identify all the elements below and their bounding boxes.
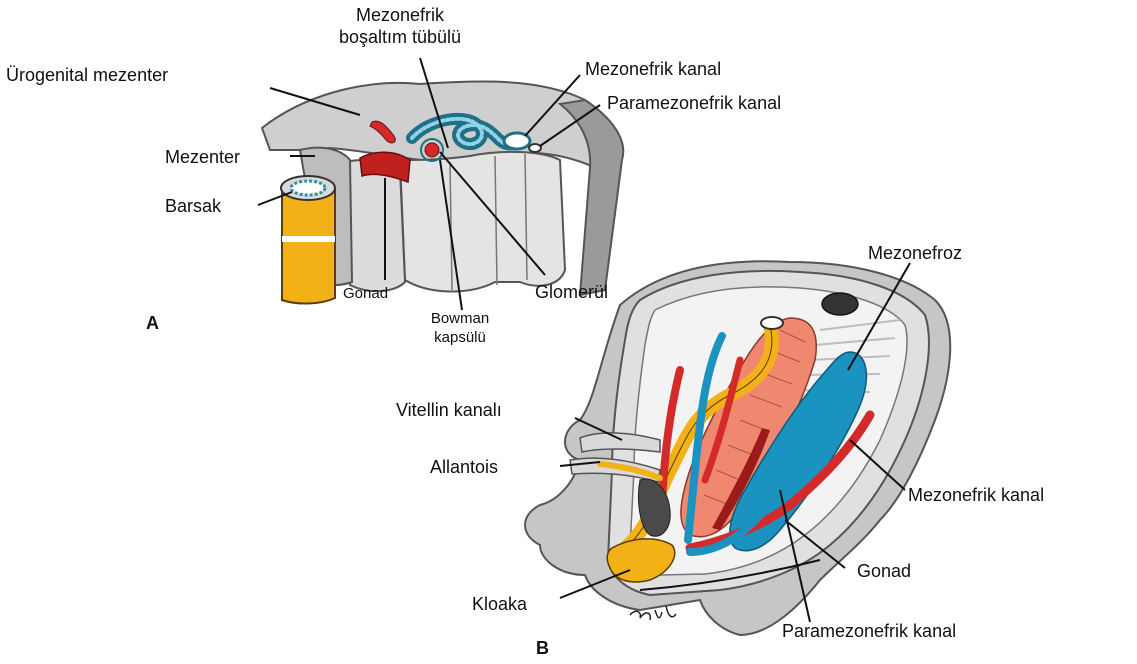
paramesonephric-duct-a [529,144,541,152]
label-line: Mezonefrik [300,4,500,26]
label-paramezonefrik-kanal-b: Paramezonefrik kanal [782,620,956,642]
label-line: kapsülü [420,328,500,347]
gut-tube [282,190,335,304]
duct-opening [761,317,783,329]
label-glomerul: Glomerül [535,281,608,303]
label-barsak: Barsak [165,195,221,217]
label-urogenital-mezenter: Ürogenital mezenter [6,64,168,86]
label-mezenter: Mezenter [165,146,240,168]
label-bowman-kapsulu: Bowman kapsülü [420,309,500,347]
label-line: boşaltım tübülü [300,26,500,48]
glomerulus [425,143,439,157]
gut-gap [282,236,335,242]
label-line: Bowman [420,309,500,328]
aorta-opening [822,293,858,315]
gut-lumen [291,181,325,195]
label-mezonefroz: Mezonefroz [868,242,962,264]
label-mezonefrik-kanal-b: Mezonefrik kanal [908,484,1044,506]
label-kloaka: Kloaka [472,593,527,615]
label-mezonefrik-bosaltim-tubulu: Mezonefrik boşaltım tübülü [300,4,500,48]
panel-a-illustration [262,81,623,303]
panel-label-a: A [146,313,159,334]
panel-label-b: B [536,638,549,659]
label-paramezonefrik-kanal-a: Paramezonefrik kanal [607,92,781,114]
label-gonad-b: Gonad [857,560,911,582]
label-mezonefrik-kanal-a: Mezonefrik kanal [585,58,721,80]
gonad-column [345,160,405,291]
label-vitellin-kanali: Vitellin kanalı [396,399,502,421]
label-allantois: Allantois [430,456,498,478]
label-gonad-a: Gonad [343,284,388,303]
